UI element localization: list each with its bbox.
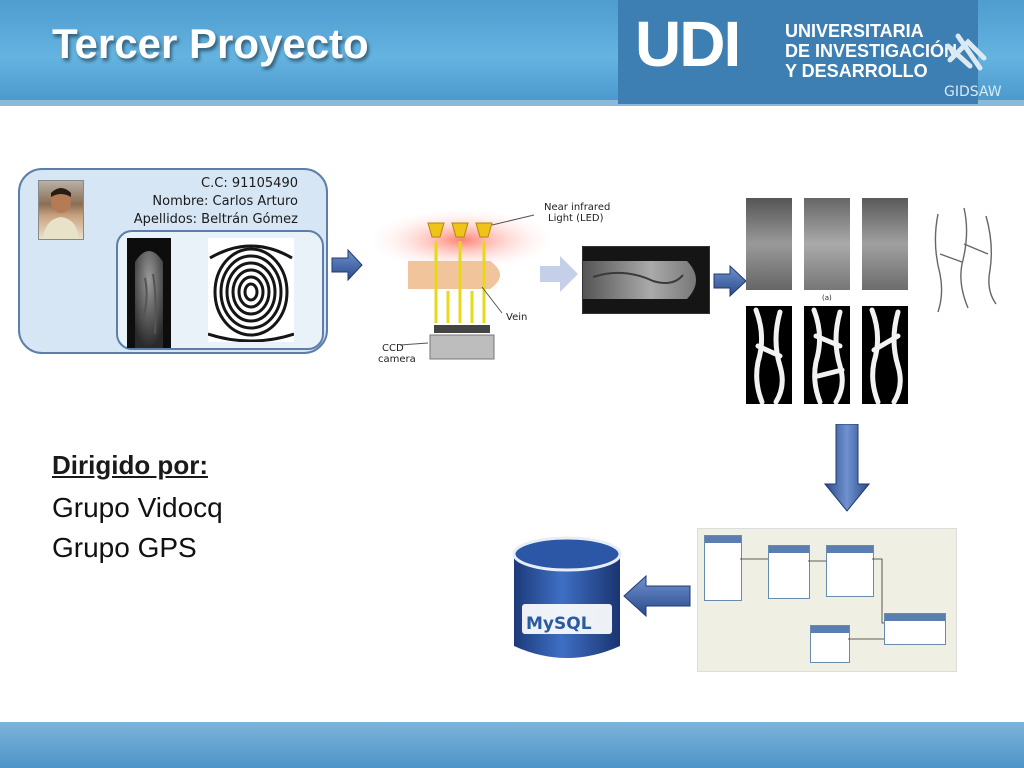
schema-table-3 <box>826 545 874 597</box>
infrared-finger-image <box>582 246 710 314</box>
schema-table-1 <box>704 535 742 601</box>
mysql-database-icon <box>512 536 622 658</box>
nir-label-line-1: Near infrared <box>544 202 611 213</box>
arrow-right-faded-icon <box>540 256 578 292</box>
gidsaw-emblem-icon <box>945 33 987 71</box>
mysql-logo-text: MySQL <box>526 614 592 634</box>
udi-logo-line-3: Y DESARROLLO <box>785 61 928 81</box>
person-silhouette-icon <box>43 188 79 239</box>
udi-logo-line-1: UNIVERSITARIA <box>785 21 924 41</box>
fingerprint-icon <box>207 244 295 343</box>
slide-footer <box>0 722 1024 768</box>
card-apellidos: Apellidos: Beltrán Gómez <box>133 212 298 227</box>
udi-logo-line-2: DE INVESTIGACIÓN <box>785 41 958 61</box>
person-photo <box>38 180 84 240</box>
fingerprint-image <box>207 238 295 343</box>
directed-by-item-1: Grupo Vidocq <box>52 492 223 523</box>
vein-skeleton-lines <box>934 207 997 313</box>
vein-panel-caption: (a) <box>822 294 832 302</box>
arrow-down-icon <box>824 424 870 512</box>
arrow-right-icon <box>331 248 363 282</box>
ccd-label-line-2: camera <box>378 354 416 365</box>
directed-by-label: Dirigido por: <box>52 450 208 480</box>
udi-logo <box>618 0 978 104</box>
vein-panel-gray-3 <box>862 198 908 290</box>
header-divider <box>0 100 1024 106</box>
schema-table-5 <box>810 625 850 663</box>
vein-label: Vein <box>506 312 528 323</box>
vein-panel-gray-2 <box>804 198 850 290</box>
vein-panel-gray-1 <box>746 198 792 290</box>
udi-logo-wordmark: UDI <box>635 8 741 80</box>
directed-by-item-2: Grupo GPS <box>52 532 197 563</box>
nir-label-line-2: Light (LED) <box>548 213 604 224</box>
vein-binary-panels <box>746 306 908 404</box>
arrow-left-icon <box>623 574 691 618</box>
schema-table-4 <box>884 613 946 645</box>
arrow-right-icon-2 <box>713 264 747 298</box>
database-schema-diagram <box>697 528 957 672</box>
card-cc: C.C: 91105490 <box>201 176 298 191</box>
finger-vein-photo <box>127 238 171 348</box>
schema-table-2 <box>768 545 810 599</box>
slide-title: Tercer Proyecto <box>52 20 369 67</box>
ccd-label-line-1: CCD <box>382 343 404 354</box>
near-infrared-capture-diagram <box>364 195 582 370</box>
card-nombre: Nombre: Carlos Arturo <box>152 194 298 209</box>
gidsaw-logo-text: GIDSAW <box>944 84 1002 100</box>
